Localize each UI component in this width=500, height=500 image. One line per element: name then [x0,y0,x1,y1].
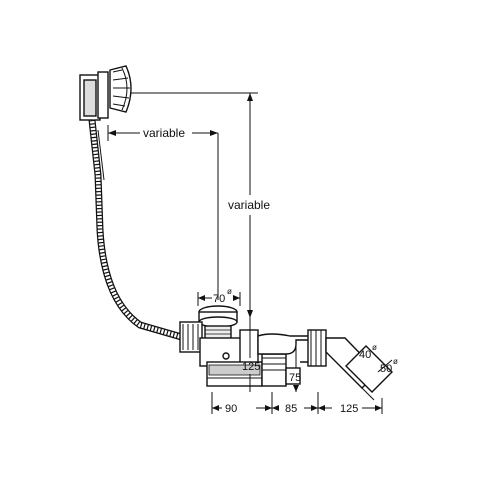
label-dia-70: 70 [213,293,225,305]
label-dia-50: 50 [380,363,392,375]
outlet-pipe [257,329,393,401]
label-dia-40: 40 [359,349,371,361]
label-dia-40-symbol: ø [372,343,377,352]
overflow-rosette [79,65,132,121]
label-dim-90: 90 [225,403,237,415]
label-dia-70-symbol: ø [227,287,232,296]
label-dim-125-length: 125 [340,403,358,415]
label-variable-vertical: variable [228,198,270,212]
flexible-hose [88,119,186,342]
label-dim-125-height: 125 [242,361,260,373]
label-dim-75-height: 75 [289,372,301,384]
drain-plug [198,305,238,341]
dimension-arrows [108,93,382,411]
label-dim-85: 85 [285,403,297,415]
label-variable-horizontal: variable [143,126,185,140]
label-dia-50-symbol: ø [393,357,398,366]
siphon-trap [206,353,301,387]
